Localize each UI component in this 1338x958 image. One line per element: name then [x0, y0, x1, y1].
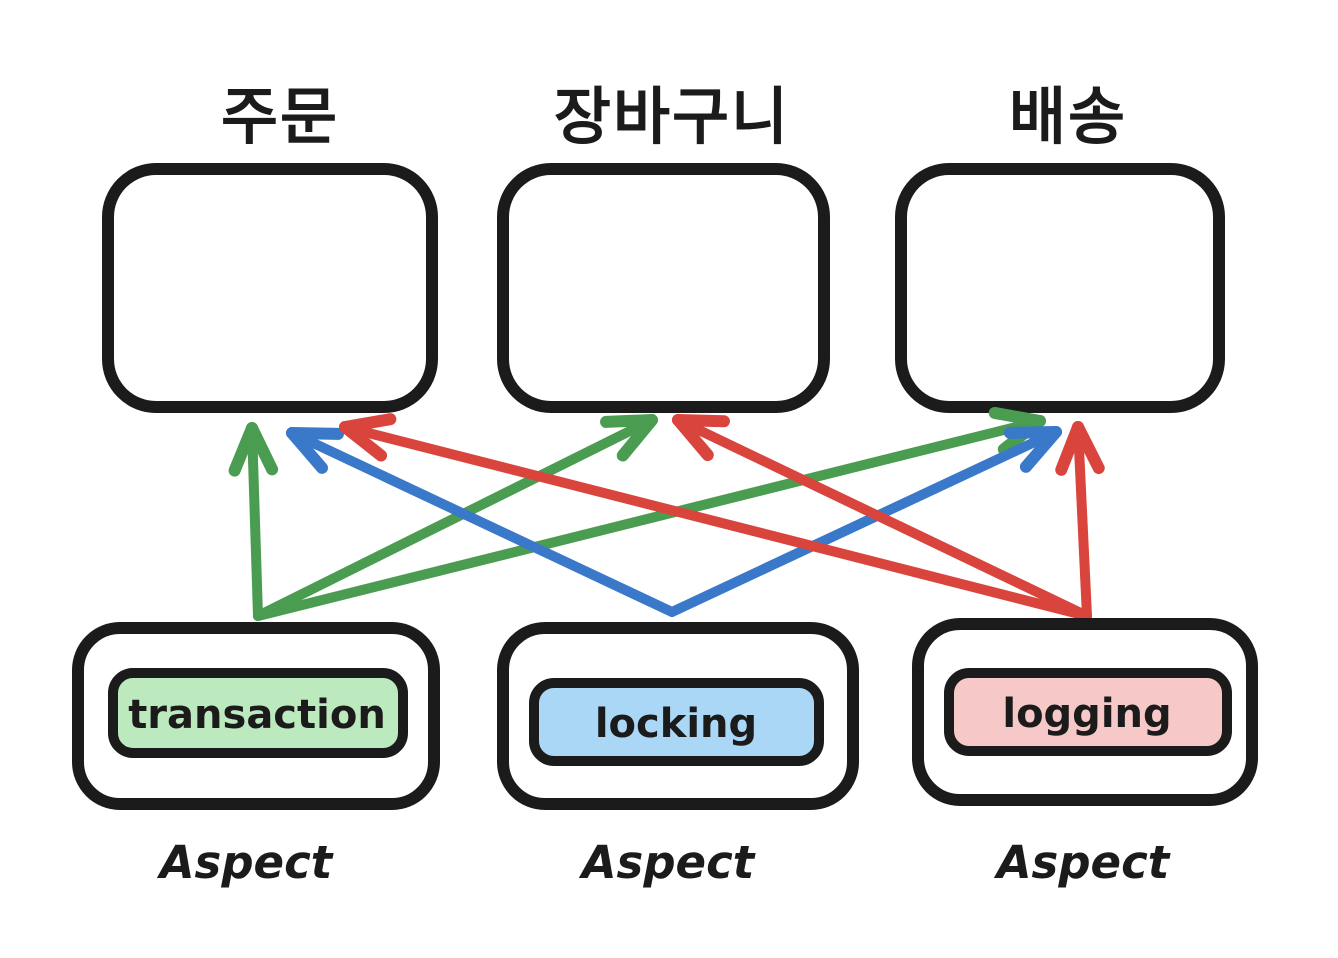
- arrow-transaction-order: [228, 422, 279, 621]
- aspect-chip-label-locking: locking: [595, 701, 757, 747]
- arrow-locking-delivery: [667, 426, 1062, 617]
- aspect-node-logging: logging Aspect: [912, 618, 1258, 889]
- arrow-locking-order: [286, 427, 677, 617]
- service-box-cart: [497, 163, 830, 413]
- arrow-logging-order: [339, 413, 1092, 621]
- aspect-node-locking: locking Aspect: [497, 622, 859, 889]
- service-title-cart: 장바구니: [554, 80, 790, 153]
- aspect-caption-transaction: Aspect: [157, 836, 334, 889]
- service-node-order: 주문: [102, 80, 438, 413]
- service-title-order: 주문: [221, 80, 339, 153]
- service-node-cart: 장바구니: [497, 80, 830, 413]
- aspect-chip-transaction: [108, 668, 408, 758]
- arrow-logging-cart: [672, 414, 1092, 621]
- aspect-caption-logging: Aspect: [994, 836, 1171, 889]
- arrow-logging-delivery: [1055, 421, 1105, 621]
- service-box-delivery: [895, 163, 1225, 413]
- arrow-layer: [228, 406, 1105, 621]
- service-node-delivery: 배송: [895, 80, 1225, 413]
- aspect-caption-locking: Aspect: [579, 836, 756, 889]
- service-title-delivery: 배송: [1009, 80, 1127, 153]
- aspect-chip-locking: [529, 678, 824, 766]
- arrow-transaction-cart: [253, 414, 658, 621]
- aspect-chip-label-transaction: transaction: [128, 692, 386, 738]
- aspect-chip-label-logging: logging: [1002, 691, 1171, 737]
- service-box-order: [102, 163, 438, 413]
- aspect-chip-logging: [944, 668, 1232, 756]
- aspect-node-transaction: transaction Aspect: [72, 622, 440, 889]
